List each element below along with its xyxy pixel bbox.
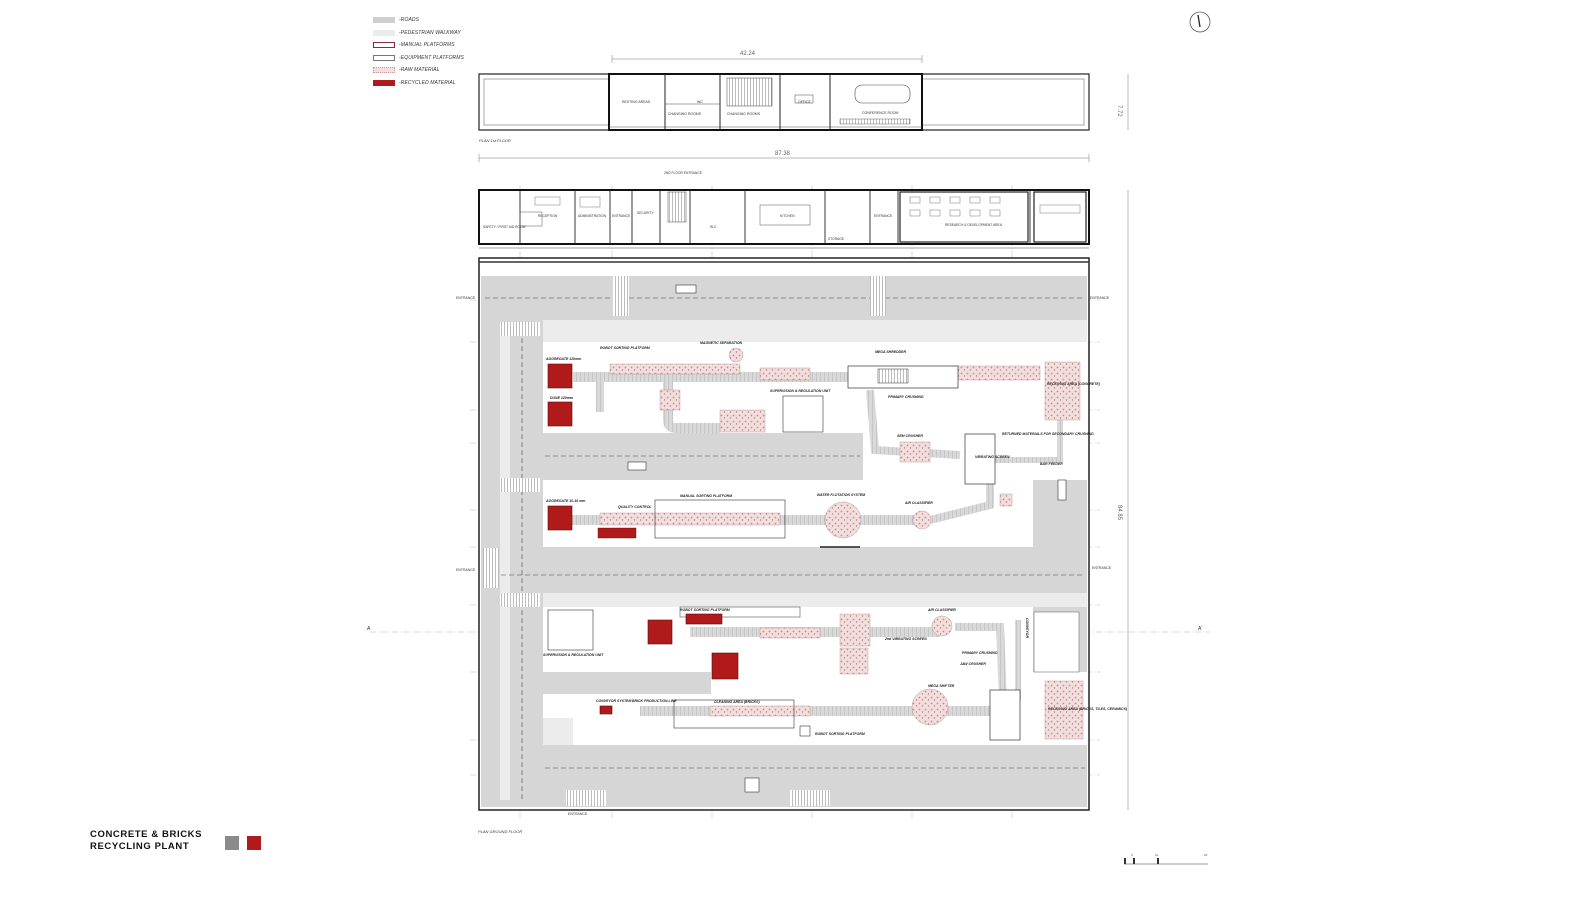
plan-label-first-floor: PLAN 1st FLOOR: [479, 138, 511, 143]
legend-item-walkway: -PEDESTRIAN WALKWAY: [373, 27, 464, 40]
ground-floor-plan: 87.38 84.85: [367, 151, 1210, 834]
room-administration: ADMINISTRATION: [578, 214, 607, 218]
room-storage: STORAGE: [828, 237, 845, 241]
room-kitchen: KITCHEN: [780, 214, 795, 218]
legend-swatch: [373, 29, 395, 36]
legend-label: -EQUIPMENT PLATFORMS: [399, 54, 464, 61]
legend-item-manual: -MANUAL PLATFORMS: [373, 39, 464, 52]
north-arrow-icon: [1189, 11, 1211, 33]
room-reception: RECEPTION: [538, 214, 558, 218]
legend-item-recycled: -RECYCLED MATERIAL: [373, 77, 464, 90]
label-aggregate-2: AGGREGATE 10-16 mm: [545, 499, 585, 503]
label-vibrating-b: 2nd VIBRATING SCREEN: [884, 637, 927, 641]
room-changing-2: CHANGING ROOMS: [727, 112, 761, 116]
label-screening: VIBRATING SCREEN: [975, 455, 1010, 459]
label-bar-feeder: BAR FEEDER: [1040, 462, 1063, 466]
label-dune: DUNE 120mm: [550, 396, 573, 400]
label-robot-sorting: ROBOT SORTING PLATFORM: [600, 346, 650, 350]
room-entrance-b: ENTRANCE: [874, 214, 893, 218]
drawing-title: CONCRETE & BRICKS RECYCLING PLANT: [90, 829, 202, 853]
top-process-line: AGGREGATE 120mm ROBOT SORTING PLATFORM M…: [545, 341, 1101, 548]
recycled-piles-bottom: [599, 613, 739, 715]
room-changing: CHANGING ROOMS: [668, 112, 702, 116]
legend-swatch: [373, 79, 395, 86]
entrance-bottom: ENTRANCE: [568, 812, 588, 816]
legend: -ROADS -PEDESTRIAN WALKWAY -MANUAL PLATF…: [373, 14, 464, 89]
label-receiving-concrete: RECEIVING AREA (CONCRETE): [1047, 382, 1101, 386]
room-2nd-floor-entrance: 2ND FLOOR ENTRANCE: [664, 171, 703, 175]
label-conveyor-v: CONVEYOR: [1025, 618, 1029, 639]
title-line-2: RECYCLING PLANT: [90, 841, 190, 852]
label-supervision-b: SUPERVISION & REGULATION UNIT: [543, 653, 604, 657]
entrance-left-mid: ENTRANCE: [456, 568, 476, 572]
room-resting: RESTING AREAS: [622, 100, 651, 104]
label-returned: RETURNED MATERIALS FOR SECONDARY CRUSHIN…: [1002, 432, 1094, 436]
dim-upper-height: 7.72: [1116, 105, 1122, 117]
room-safety: SAFETY / FIRST AID ROOM: [483, 225, 526, 229]
legend-label: -ROADS: [399, 17, 420, 24]
label-robot-sorting-b: ROBOT SORTING PLATFORM: [680, 608, 730, 612]
scale-bar: 0 10 20: [1124, 853, 1208, 865]
label-conveyor-b: CONVEYOR SYSTEM: [596, 699, 631, 703]
legend-item-roads: -ROADS: [373, 14, 464, 27]
legend-item-raw: -RAW MATERIAL: [373, 64, 464, 77]
entrance-right-mid: ENTRANCE: [1092, 566, 1112, 570]
legend-swatch: [373, 17, 395, 24]
label-water-flotation: WATER FLOTATION SYSTEM: [817, 493, 865, 497]
label-receiving-bricks: RECEIVING AREA (BRICKS, TILES, CERAMICS): [1048, 707, 1128, 711]
red-swatch: [247, 836, 261, 850]
recycled-piles-top: [547, 363, 573, 531]
legend-swatch: [373, 54, 395, 61]
title-line-1: CONCRETE & BRICKS: [90, 829, 203, 840]
gray-swatch: [225, 836, 239, 850]
vehicles: [627, 284, 1067, 793]
section-mark-a-prime: A': [1198, 626, 1202, 632]
room-entrance-a: ENTRANCE: [612, 214, 631, 218]
scale-tick-0: 0: [1131, 853, 1133, 857]
label-aggregate: AGGREGATE 120mm: [545, 357, 581, 361]
scale-tick-20: 20: [1204, 853, 1208, 857]
legend-label: -RECYCLED MATERIAL: [399, 79, 456, 86]
room-security: SECURITY: [637, 211, 654, 215]
room-research: RESEARCH & DEVELOPMENT AREA: [945, 223, 1003, 227]
section-mark-a: A: [367, 626, 371, 632]
legend-swatch: [373, 42, 395, 49]
bottom-process-line: ROBOT SORTING PLATFORM AIR CLASSIFIER 2n…: [543, 606, 1128, 741]
label-air-classifier-top: AIR CLASSIFIER: [904, 501, 933, 505]
legend-swatch: [373, 67, 395, 74]
room-wc: W.C.: [710, 225, 717, 229]
label-mega-shredder: MEGA SHREDDER: [875, 350, 906, 354]
legend-label: -MANUAL PLATFORMS: [399, 42, 455, 49]
dim-ground-height: 84.85: [1116, 505, 1122, 521]
label-quality: QUALITY CONTROL: [618, 505, 652, 509]
scale-tick-10: 10: [1155, 853, 1159, 857]
entrance-left-top: ENTRANCE: [456, 296, 476, 300]
label-magnetic: MAGNETIC SEPARATION: [700, 341, 743, 345]
label-supervision-top: SUPERVISION & REGULATION UNIT: [770, 389, 831, 393]
label-brick-line-b: BRICK PRODUCTION LINE: [632, 699, 677, 703]
label-primary-crushing-b: PRIMARY CRUSHING: [962, 651, 998, 655]
room-office: OFFICE: [798, 100, 811, 104]
entrance-right-top: ENTRANCE: [1090, 296, 1110, 300]
label-jaw-crusher-b: JAW CRUSHER: [960, 662, 986, 666]
room-wc: WC: [697, 100, 703, 104]
first-floor-plan: 42.24 RESTING AREAS CHANGING ROOMS CHANG…: [478, 51, 1129, 143]
legend-label: -RAW MATERIAL: [399, 67, 440, 74]
label-robot-sorting-b2: ROBOT SORTING PLATFORM: [815, 732, 865, 736]
plan-label-ground-floor: PLAN GROUND FLOOR: [478, 829, 522, 834]
label-air-classifier-b: AIR CLASSIFIER: [927, 608, 956, 612]
label-manual-sorting: MANUAL SORTING PLATFORM: [680, 494, 732, 498]
dim-ground-width: 87.38: [775, 151, 791, 157]
label-mega-shifter-b: MEGA SHIFTER: [928, 684, 955, 688]
label-primary-crushing-top: PRIMARY CRUSHING: [888, 395, 924, 399]
legend-item-equipment: -EQUIPMENT PLATFORMS: [373, 52, 464, 65]
label-cleaning-b: CLEANING AREA (BRICKS): [714, 700, 760, 704]
legend-label: -PEDESTRIAN WALKWAY: [399, 29, 461, 36]
label-sem-crusher: SEM CRUSHER: [897, 434, 923, 438]
dim-upper-width: 42.24: [740, 51, 756, 57]
room-conference: CONFERENCE ROOM: [862, 111, 898, 115]
